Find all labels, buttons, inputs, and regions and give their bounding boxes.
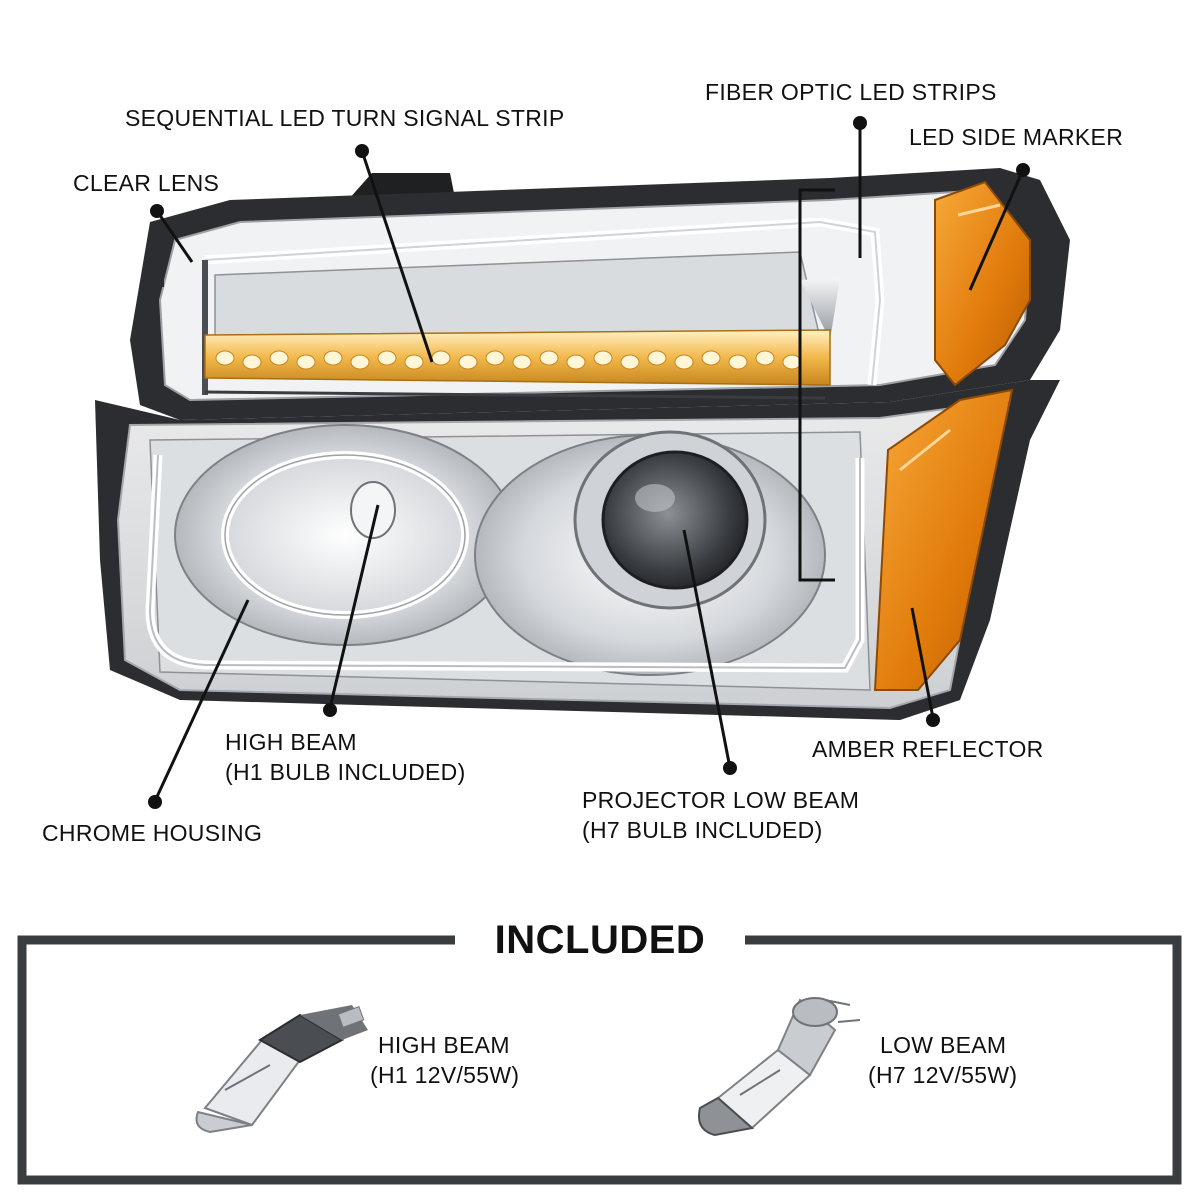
leader-chrome-housing <box>153 599 250 802</box>
label-amber-reflector: AMBER REFLECTOR <box>812 736 1044 762</box>
dot-fiber-optic <box>853 116 867 130</box>
led-dot <box>755 350 775 366</box>
headlight-unit <box>95 168 1070 720</box>
label-h1-2: (H1 12V/55W) <box>370 1062 520 1088</box>
led-dot <box>593 350 613 366</box>
dot-clear-lens <box>150 204 164 218</box>
amber-reflector <box>873 388 1014 691</box>
led-dot <box>269 350 289 366</box>
leader-amber-reflector <box>910 607 935 719</box>
led-dot <box>701 350 721 366</box>
led-dot <box>512 354 532 370</box>
label-h1-1: HIGH BEAM <box>378 1032 510 1058</box>
dot-side-marker <box>1016 163 1030 177</box>
dot-sequential <box>355 144 369 158</box>
led-dot <box>566 354 586 370</box>
included-box <box>17 935 1182 1185</box>
led-dot <box>323 350 343 366</box>
label-fiber-optic: FIBER OPTIC LED STRIPS <box>705 79 997 105</box>
projector-lens <box>601 450 749 590</box>
leader-projector <box>682 529 732 769</box>
dot-amber-reflector <box>926 713 940 727</box>
dot-chrome-housing <box>148 795 162 809</box>
leader-clear-lens <box>155 210 194 263</box>
label-projector-2: (H7 BULB INCLUDED) <box>582 817 823 843</box>
led-dot <box>674 354 694 370</box>
dot-projector <box>723 761 737 775</box>
led-dot <box>539 350 559 366</box>
led-dot <box>215 350 235 366</box>
leader-dots <box>148 116 1030 809</box>
led-dot <box>242 354 262 370</box>
led-dot <box>728 354 748 370</box>
dot-high-beam <box>323 703 337 717</box>
h7-bulb-image <box>698 997 861 1137</box>
led-dot <box>377 350 397 366</box>
led-dot <box>458 354 478 370</box>
label-projector-1: PROJECTOR LOW BEAM <box>582 787 860 813</box>
label-high-beam-1: HIGH BEAM <box>225 729 357 755</box>
led-dot <box>431 350 451 366</box>
label-clear-lens: CLEAR LENS <box>73 170 220 196</box>
led-dot <box>404 354 424 370</box>
led-dot <box>350 354 370 370</box>
leader-lines <box>153 123 1025 802</box>
amber-side-marker <box>934 180 1031 387</box>
led-dot <box>782 354 802 370</box>
led-dot <box>485 350 505 366</box>
label-high-beam-2: (H1 BULB INCLUDED) <box>225 759 466 785</box>
leader-fiber-bracket <box>798 188 835 582</box>
leader-sequential <box>360 150 434 363</box>
label-h7-2: (H7 12V/55W) <box>868 1062 1018 1088</box>
label-chrome-housing: CHROME HOUSING <box>42 820 263 846</box>
led-dot <box>620 354 640 370</box>
leader-side-marker <box>968 169 1025 291</box>
label-h7-1: LOW BEAM <box>880 1032 1007 1058</box>
led-dot <box>647 350 667 366</box>
included-title: INCLUDED <box>494 918 706 962</box>
led-dot <box>296 354 316 370</box>
leader-high-beam <box>328 504 380 709</box>
led-dots <box>215 350 802 370</box>
h1-bulb-image <box>195 1005 368 1134</box>
label-side-marker: LED SIDE MARKER <box>909 124 1124 150</box>
label-sequential: SEQUENTIAL LED TURN SIGNAL STRIP <box>125 105 565 131</box>
